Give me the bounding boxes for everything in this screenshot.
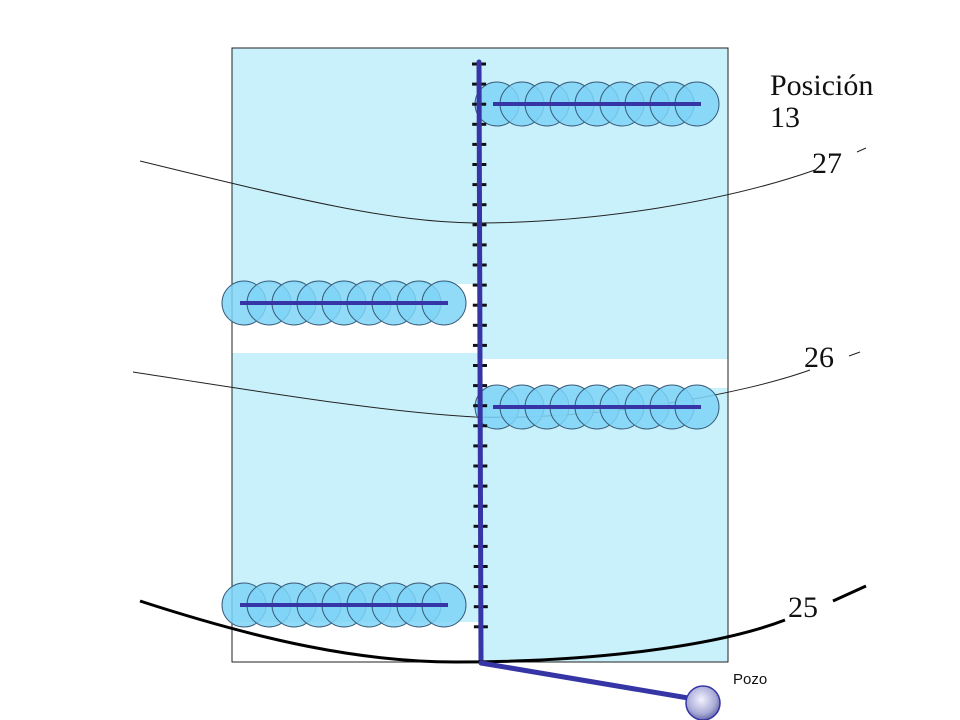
lateral-upper-left [221,280,467,326]
well-circle-icon [685,685,721,720]
panel-top-left [232,48,480,284]
main-pipe [476,59,484,665]
drip-laterals [221,81,720,628]
lateral-bottom-left [221,582,467,628]
well-label: Pozo [733,671,768,688]
panel-bottom-right [480,388,728,662]
contour-label-25: 25 [788,591,818,624]
contour-tick-27 [856,147,867,153]
contour-tick-25 [832,584,867,603]
contour-line-25 [139,599,786,664]
lateral-top-right [474,81,720,127]
contour-line-26 [132,369,811,418]
panel-bottom-left [232,353,480,622]
contour-label-27: 27 [812,147,842,180]
position-label-line1: Posición [770,69,874,102]
contour-tick-26 [848,351,861,357]
contour-label-26: 26 [804,341,834,374]
well-supply-pipe [478,660,703,703]
position-label: Posición 13 [770,70,873,133]
lateral-middle-right [474,384,720,430]
contour-line-27 [139,160,816,224]
position-label-line2: 13 [770,100,800,134]
